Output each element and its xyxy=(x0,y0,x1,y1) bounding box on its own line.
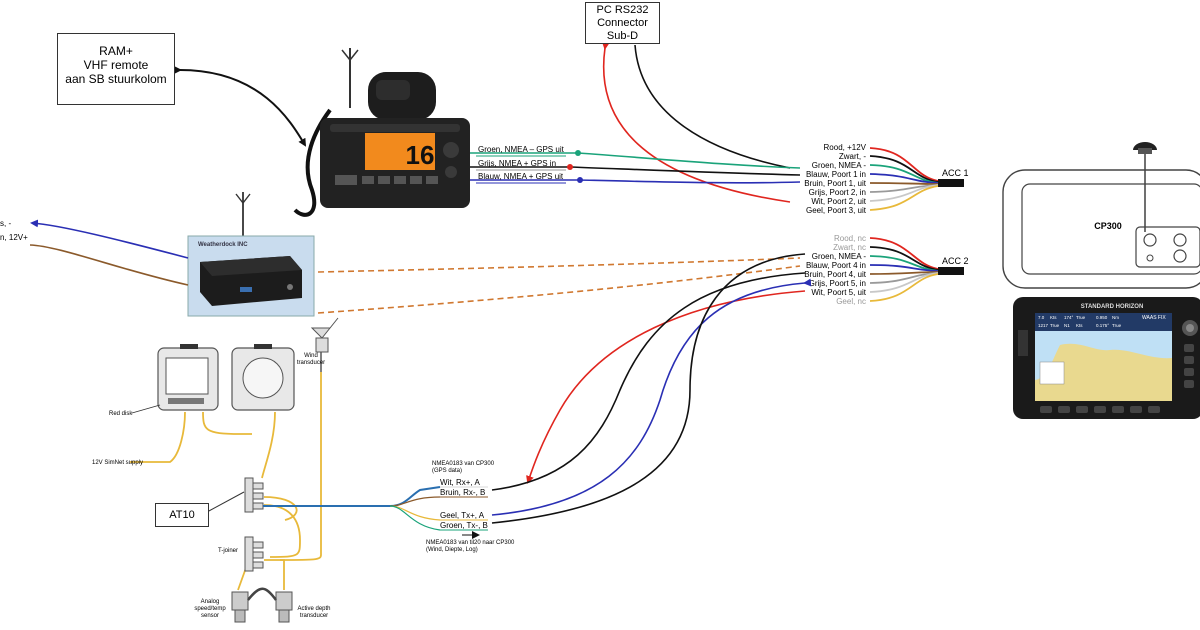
pc-rs232-line: PC RS232 xyxy=(596,4,649,16)
readout: N1 xyxy=(1064,323,1070,328)
pc-rs232-box: PC RS232 Connector Sub-D xyxy=(585,2,660,44)
analog-sensor-label: sensor xyxy=(201,613,219,619)
acc1-wire-label: Rood, +12V xyxy=(824,143,867,152)
wind-transducer-label: transducer xyxy=(297,360,325,366)
vhf-wire-label: Grijs, NMEA + GPS in xyxy=(478,159,556,168)
ais-brown-wire xyxy=(29,244,189,286)
acc2-wire-label: Grijs, Poort 5, in xyxy=(809,279,866,288)
waas-fix: WAAS FIX xyxy=(1142,315,1166,321)
acc1-wire-label: Blauw, Poort 1 in xyxy=(806,170,866,179)
at10-label: AT10 xyxy=(169,509,195,521)
depth-label: transducer xyxy=(300,613,328,619)
pc-rs232-line: Connector xyxy=(597,17,648,29)
wind-transducer-label: Wind xyxy=(304,353,318,359)
nmea-in-title: NMEA0183 van CP300 xyxy=(432,461,495,467)
acc2-wire-label: Groen, NMEA - xyxy=(812,252,867,261)
vhf-wire-label: Groen, NMEA – GPS uit xyxy=(478,145,565,154)
ram-remote-line: RAM+ xyxy=(99,44,133,58)
nmea-black-wire-2 xyxy=(491,253,806,524)
vhf-wire-label: Blauw, NMEA + GPS uit xyxy=(478,172,564,181)
acc2-wire-label: Rood, nc xyxy=(834,234,866,243)
chartplotter: STANDARD HORIZON WAAS FIX 7.0 Kts 174° T… xyxy=(1013,297,1200,419)
readout: 174° xyxy=(1064,315,1074,320)
acc1-wire-label: Wit, Poort 2, uit xyxy=(811,197,866,206)
ram-link-arrow xyxy=(173,65,307,147)
readout: 7.0 xyxy=(1038,315,1045,320)
cp300-outline: CP300 xyxy=(1002,142,1200,289)
acc1-wire-label: Groen, NMEA - xyxy=(812,161,867,170)
vhf-blue-wire xyxy=(470,179,801,184)
readout: 0.950 xyxy=(1096,315,1108,320)
ais-orange-wire xyxy=(317,257,801,273)
nmea-in-wire: Wit, Rx+, A xyxy=(440,478,480,487)
nmea-in-wire: Bruin, Rx-, B xyxy=(440,488,485,497)
radio-channel: 16 xyxy=(406,140,435,170)
readout: Kts xyxy=(1050,315,1057,320)
nmea-blue-wire xyxy=(491,278,812,516)
analog-sensor-label: Analog xyxy=(201,599,220,605)
analog-sensor-label: speed/temp xyxy=(194,606,226,612)
acc2-wire-label: Blauw, Poort 4 in xyxy=(806,261,866,270)
pc-rs232-line: Sub-D xyxy=(606,30,639,42)
acc1-wire-label: Zwart, - xyxy=(839,152,866,161)
acc2-harness: ACC 2 Rood, nc Zwart, nc Groen, NMEA - B… xyxy=(804,234,968,306)
ais-orange-wire xyxy=(317,265,801,314)
ram-remote-box: RAM+ VHF remote aan SB stuurkolom xyxy=(57,33,175,105)
acc1-wire-label: Geel, Poort 3, uit xyxy=(806,206,867,215)
ram-remote-line: aan SB stuurkolom xyxy=(65,72,167,86)
readout: Nm xyxy=(1112,315,1119,320)
weatherdock-label: Weatherdock INC xyxy=(198,242,248,248)
acc2-wire-label: Wit, Poort 5, uit xyxy=(811,288,866,297)
cp300-label: CP300 xyxy=(1094,221,1122,231)
at10-box: AT10 xyxy=(155,503,209,527)
ais-blue-wire xyxy=(30,219,189,259)
weatherdock-ais: Weatherdock INC xyxy=(187,192,315,317)
nmea-black-wire xyxy=(491,272,806,491)
nmea-red-wire xyxy=(526,290,806,484)
vhf-grey-wire xyxy=(470,166,801,176)
acc1-wire-label: Bruin, Poort 1, uit xyxy=(804,179,867,188)
nmea-out-title: (Wind, Diepte, Log) xyxy=(426,547,478,553)
red-disk-label: Red disk xyxy=(109,411,133,417)
readout: 1217 xyxy=(1038,323,1049,328)
vhf-green-wire xyxy=(470,152,801,169)
readout: 0.175° xyxy=(1096,323,1109,328)
readout: Kts xyxy=(1076,323,1083,328)
radio-display xyxy=(365,133,435,170)
pc-black-wire xyxy=(634,44,791,169)
left-cut-label: s, - xyxy=(0,219,11,228)
standard-horizon-label: STANDARD HORIZON xyxy=(1081,304,1144,310)
nmea-out-wire: Groen, Tx-, B xyxy=(440,521,488,530)
nmea-out-title: NMEA0183 van til20 naar CP300 xyxy=(426,540,515,546)
t-joiner-label: T-joiner xyxy=(218,548,238,554)
acc1-title: ACC 1 xyxy=(942,168,969,178)
readout: True xyxy=(1112,323,1122,328)
nmea-out-wire: Geel, Tx+, A xyxy=(440,511,485,520)
acc2-wire-label: Geel, nc xyxy=(836,297,866,306)
pc-red-wire xyxy=(601,41,791,203)
acc1-harness: ACC 1 Rood, +12V Zwart, - Groen, NMEA - … xyxy=(804,143,968,215)
readout: True xyxy=(1050,323,1060,328)
readout: True xyxy=(1076,315,1086,320)
acc2-wire-label: Bruin, Poort 4, uit xyxy=(804,270,867,279)
acc2-wire-label: Zwart, nc xyxy=(833,243,866,252)
depth-label: Active depth xyxy=(297,606,330,612)
vhf-radio: 16 xyxy=(293,48,470,217)
acc2-title: ACC 2 xyxy=(942,256,969,266)
nmea-in-title: (GPS data) xyxy=(432,468,462,474)
left-cut-label: n, 12V+ xyxy=(0,233,28,242)
simnet-network xyxy=(130,317,339,623)
acc1-wire-label: Grijs, Poort 2, in xyxy=(809,188,866,197)
simnet-label: 12V SimNet supply xyxy=(92,460,143,466)
ram-remote-line: VHF remote xyxy=(83,58,149,72)
at10-cable xyxy=(263,486,441,507)
